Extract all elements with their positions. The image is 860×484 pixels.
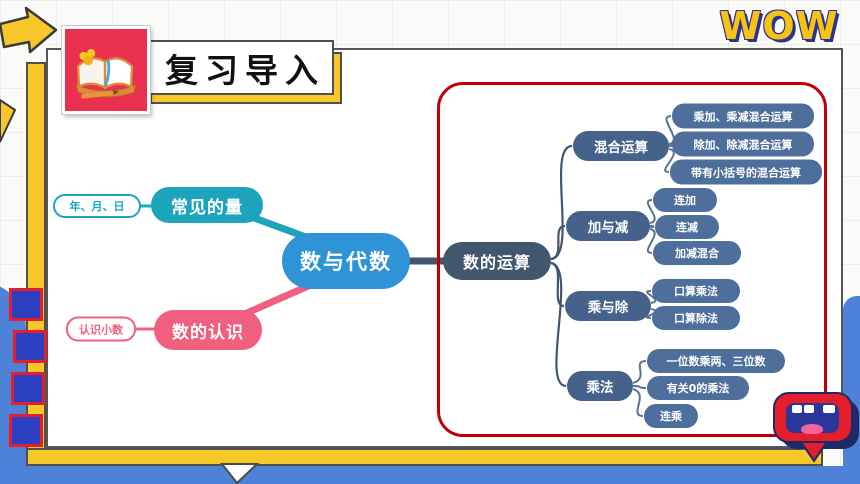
- leaf-node: 口算除法: [652, 306, 740, 330]
- leaf-node: 连加: [653, 188, 717, 212]
- deco-square: [9, 288, 43, 321]
- deco-square: [9, 414, 43, 447]
- leaf-node: 加减混合: [653, 241, 741, 265]
- leaf-year-month-day: 年、月、日: [53, 194, 141, 218]
- leaf-node: 有关0的乘法: [647, 376, 749, 400]
- highlight-frame: [437, 82, 827, 437]
- tooth-shape: [792, 405, 802, 413]
- tooth-shape: [804, 405, 814, 413]
- branch-multiplication: 乘法: [567, 371, 633, 401]
- leaf-node: 带有小括号的混合运算: [670, 159, 822, 185]
- leaf-node: 乘加、乘减混合运算: [672, 103, 814, 129]
- deco-square: [13, 330, 47, 363]
- leaf-node: 口算乘法: [652, 279, 740, 303]
- branch-mixed-operations: 混合运算: [573, 131, 669, 161]
- leaf-node: 连减: [655, 215, 719, 239]
- branch-add-subtract: 加与减: [566, 211, 650, 241]
- panel-tail: [219, 463, 260, 484]
- mouth-button-icon[interactable]: [773, 390, 860, 466]
- leaf-node: 连乘: [644, 404, 698, 428]
- node-number-understanding: 数的认识: [154, 310, 262, 350]
- tongue-shape: [801, 424, 823, 434]
- node-common-quantities: 常见的量: [151, 187, 263, 223]
- frame-bar-bottom: [26, 448, 823, 466]
- deco-square: [11, 372, 45, 405]
- leaf-node: 一位数乘两、三位数: [647, 349, 785, 373]
- node-number-and-algebra: 数与代数: [282, 233, 410, 289]
- tooth-shape: [823, 405, 835, 413]
- leaf-node: 除加、除减混合运算: [672, 131, 814, 157]
- title-box: 复习导入: [140, 40, 334, 95]
- wow-label: WOW: [719, 4, 839, 48]
- book-icon: [75, 49, 137, 99]
- page-title: 复习导入: [165, 50, 325, 90]
- arrow-icon: [0, 6, 58, 54]
- bottom-blue-band: [0, 466, 860, 484]
- yellow-wedge-decoration: [0, 98, 17, 143]
- node-number-operations: 数的运算: [443, 242, 551, 280]
- leaf-decimals: 认识小数: [66, 316, 136, 342]
- branch-multiply-divide: 乘与除: [565, 291, 651, 321]
- book-badge: [62, 26, 150, 114]
